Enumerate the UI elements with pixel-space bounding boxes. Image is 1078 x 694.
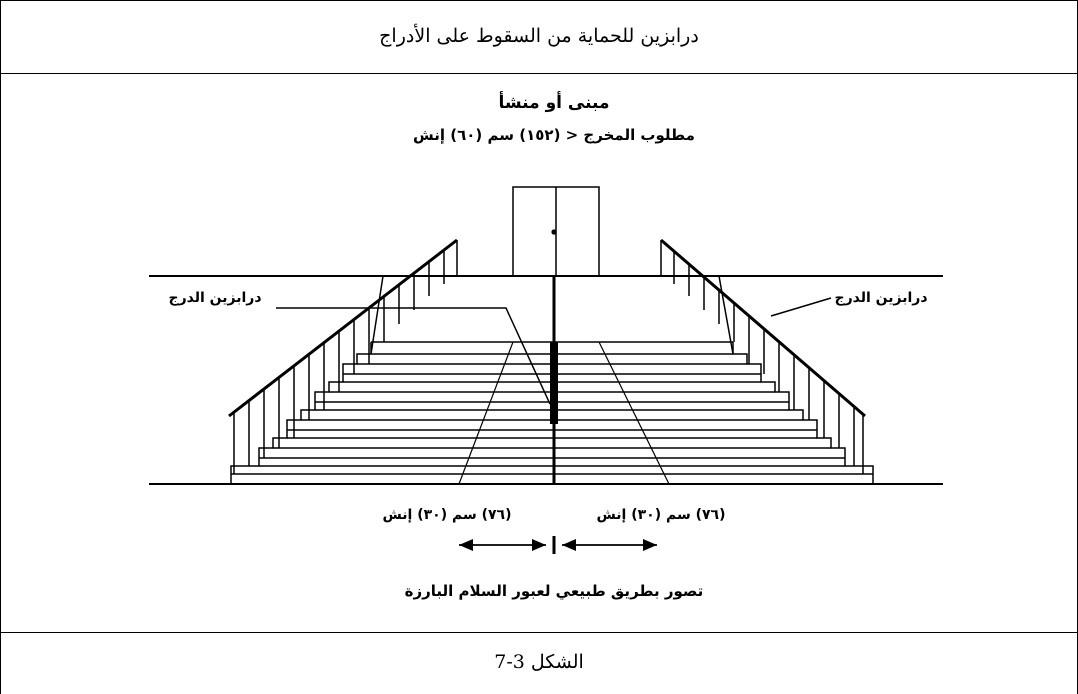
left-balusters: [233, 240, 458, 474]
diagram-footer-note: تصور بطريق طبيعي لعبور السلام البارزة: [405, 582, 704, 600]
right-balusters: [660, 240, 864, 474]
stair-diagram: مبنى أو منشأ مطلوب المخرج < (١٥٢) سم (٦٠…: [149, 91, 943, 600]
diagram-subheading: مطلوب المخرج < (١٥٢) سم (٦٠) إنش: [413, 126, 695, 144]
left-handrail: [228, 238, 458, 418]
diagram-heading: مبنى أو منشأ: [499, 91, 610, 113]
center-handrail: [550, 342, 558, 424]
caption-row: الشكل 3-7: [1, 633, 1077, 694]
label-width-right: (٧٦) سم (٣٠) إنش: [596, 507, 725, 523]
title-row: درابزين للحماية من السقوط على الأدراج: [1, 1, 1077, 74]
table-title: درابزين للحماية من السقوط على الأدراج: [379, 25, 699, 47]
right-handrail: [660, 238, 866, 418]
left-label-pointer: [276, 307, 551, 405]
right-label-pointer: [770, 297, 832, 317]
door-handle: [551, 229, 557, 235]
figure-row: مبنى أو منشأ مطلوب المخرج < (١٥٢) سم (٦٠…: [1, 74, 1077, 633]
figure-caption: الشكل 3-7: [494, 651, 584, 673]
label-width-left: (٧٦) سم (٣٠) إنش: [382, 507, 511, 523]
label-left-handrail: درابزين الدرج: [168, 290, 261, 306]
label-right-handrail: درابزين الدرج: [834, 290, 927, 306]
